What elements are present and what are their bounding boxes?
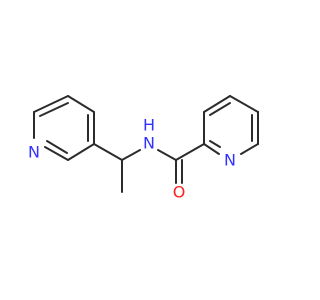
bond [93, 143, 123, 161]
bond [240, 143, 259, 155]
bond [121, 149, 141, 161]
atom-label-o-carbonyl: O [173, 183, 186, 202]
bond [229, 95, 259, 113]
structure-canvas: N H N N O [28, 95, 259, 202]
atom-label-h-amide: H [143, 116, 155, 135]
molecule-drawing: N H N N O [28, 95, 259, 202]
bond [203, 95, 231, 113]
linker-chain [93, 143, 205, 193]
double-bond-inner [46, 140, 68, 154]
bond [175, 143, 205, 161]
left-pyridine-ring [33, 95, 95, 161]
atom-label-n-left-ring: N [28, 143, 40, 162]
double-bond-inner [209, 102, 231, 116]
bond [157, 149, 177, 161]
atom-label-n-amide: N [143, 134, 155, 153]
bond [33, 95, 69, 113]
double-bond-inner [209, 140, 221, 148]
right-pyridine-ring [203, 95, 259, 155]
bond [44, 146, 69, 161]
double-bond-inner [39, 102, 69, 117]
bond [67, 95, 95, 113]
atom-label-n-right-ring: N [224, 151, 236, 170]
bond [67, 143, 95, 161]
bond [203, 143, 220, 155]
